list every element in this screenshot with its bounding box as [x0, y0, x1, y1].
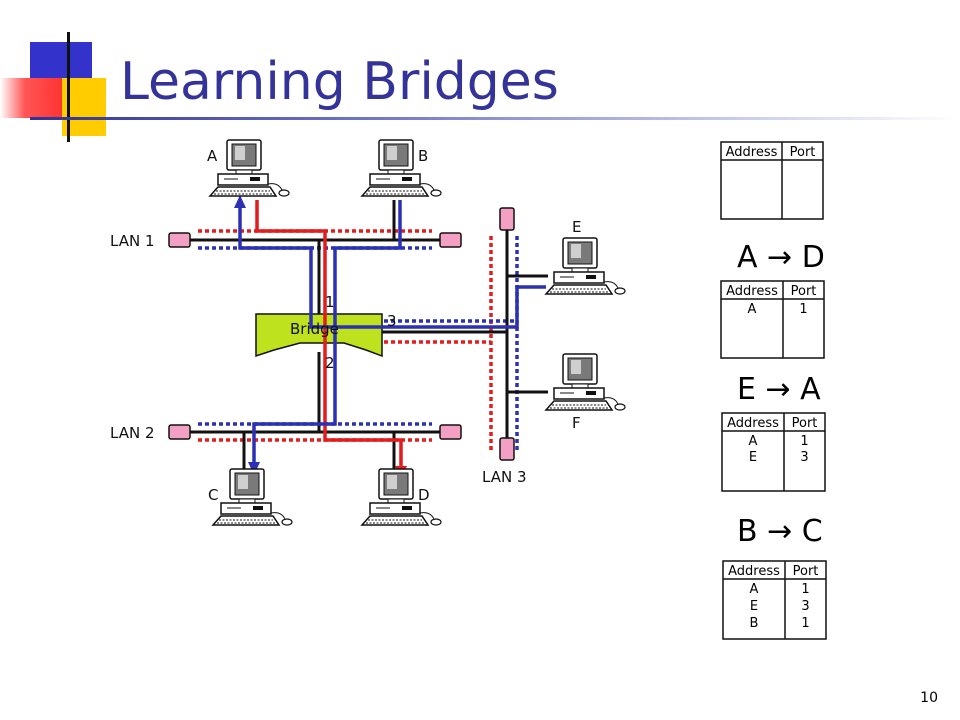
table3-row2-address: E	[750, 599, 758, 614]
path-e-to-a	[238, 205, 546, 329]
lan-label-2: LAN 2	[110, 424, 155, 442]
bridge-label: Bridge	[290, 320, 339, 338]
lan2-terminator-right	[439, 424, 462, 440]
forwarding-table-empty: Address Port	[720, 141, 824, 220]
host-label-d: D	[418, 486, 430, 504]
table3-row3-address: B	[750, 616, 759, 631]
lan3-terminator-top	[499, 207, 515, 231]
slide-title: Learning Bridges	[120, 52, 559, 112]
transition-b-to-c: B → C	[737, 514, 823, 549]
table2-row1-address: A	[749, 434, 758, 449]
path-a-to-d	[255, 200, 403, 470]
host-label-c: C	[208, 486, 218, 504]
table3-header-address: Address	[728, 564, 780, 579]
table3-row1-port: 1	[801, 582, 809, 597]
computer-e-icon	[545, 237, 626, 295]
host-label-b: B	[418, 147, 428, 165]
table2-row2-address: E	[749, 450, 757, 465]
arrowhead-a	[234, 195, 246, 208]
deco-red-square	[0, 78, 62, 118]
computer-b-icon	[361, 139, 442, 197]
table3-header-port: Port	[793, 564, 819, 579]
lan-label-1: LAN 1	[110, 232, 155, 250]
table3-row1-address: A	[750, 582, 759, 597]
transition-e-to-a: E → A	[737, 372, 821, 407]
host-label-a: A	[207, 147, 218, 165]
table0-header-address: Address	[726, 145, 778, 160]
table1-header-port: Port	[791, 284, 817, 299]
table2-header-address: Address	[727, 416, 779, 431]
lan-label-3: LAN 3	[482, 468, 527, 486]
lan1-terminator-left	[168, 232, 191, 248]
table2-row2-port: 3	[800, 450, 808, 465]
table1-row1-port: 1	[799, 302, 807, 317]
page-number: 10	[920, 690, 938, 706]
forwarding-table-after-a-to-d: Address Port A 1	[720, 280, 825, 359]
forwarding-table-after-e-to-a: Address Port A 1 E 3	[721, 412, 826, 492]
port-label-3: 3	[387, 312, 397, 330]
table1-header-address: Address	[726, 284, 778, 299]
lan3-terminator-bottom	[499, 437, 515, 461]
dotted-red-lan3	[384, 236, 493, 452]
deco-vertical-line	[67, 32, 70, 142]
transition-a-to-d: A → D	[737, 240, 825, 275]
computer-a-icon	[209, 139, 290, 197]
table1-row1-address: A	[748, 302, 757, 317]
title-underline	[36, 117, 960, 120]
host-label-f: F	[572, 414, 581, 432]
computer-f-icon	[545, 353, 626, 411]
port-label-2: 2	[325, 354, 335, 372]
path-b-to-c	[252, 200, 402, 466]
host-label-e: E	[572, 218, 581, 236]
lan2-terminator-left	[168, 424, 191, 440]
table0-header-port: Port	[790, 145, 816, 160]
forwarding-table-after-b-to-c: Address Port A 1 E 3 B 1	[722, 560, 827, 640]
computer-c-icon	[212, 468, 293, 526]
table2-header-port: Port	[792, 416, 818, 431]
dotted-blue-lan3	[384, 236, 519, 452]
lan1-terminator-right	[439, 232, 462, 248]
port-label-1: 1	[325, 293, 335, 311]
table3-row3-port: 1	[801, 616, 809, 631]
table3-row2-port: 3	[801, 599, 809, 614]
table2-row1-port: 1	[800, 434, 808, 449]
